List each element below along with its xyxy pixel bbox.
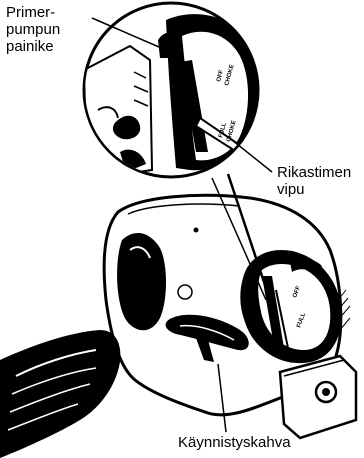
handle-tube: [0, 330, 120, 458]
primer-bulb-label: Primer- pumpun painike: [6, 4, 60, 55]
choke-label-line-2: vipu: [277, 181, 351, 198]
primer-label-line-1: Primer-: [6, 4, 60, 21]
choke-label-line-1: Rikastimen: [277, 164, 351, 181]
primer-label-line-2: pumpun: [6, 21, 60, 38]
primer-label-line-3: painike: [6, 38, 60, 55]
starter-handle-label: Käynnistyskahva: [178, 434, 291, 451]
choke-lever-label: Rikastimen vipu: [277, 164, 351, 198]
magnified-inset: OFF CHOKE FULL CHOKE: [84, 3, 260, 177]
choke-leader-line: [232, 140, 272, 172]
